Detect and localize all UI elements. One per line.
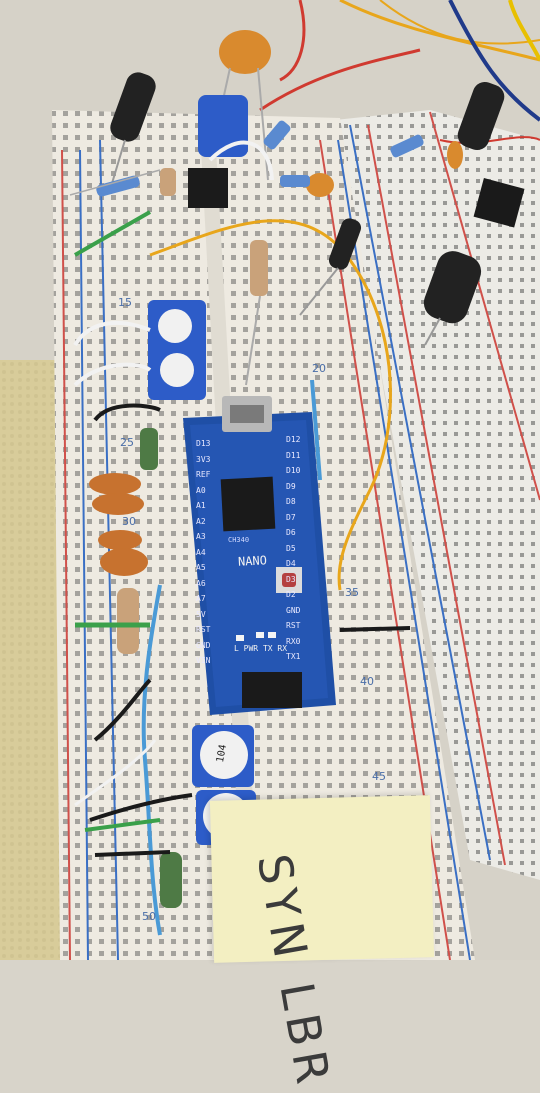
led-label: L	[234, 644, 239, 653]
led-label: TX	[262, 644, 273, 653]
resistor	[160, 168, 176, 196]
pin-label: GND	[196, 640, 211, 650]
ic-chip	[473, 177, 525, 228]
pin-label: RX0	[286, 636, 301, 646]
row-number: 45	[372, 770, 386, 783]
pin-label: A0	[196, 485, 206, 495]
electrolytic-capacitor	[423, 251, 482, 346]
pin-label: D13	[196, 439, 211, 448]
row-number: 15	[118, 296, 132, 309]
chip-label: CH340	[228, 536, 250, 544]
atmega-chip	[220, 476, 276, 532]
resistor	[69, 169, 161, 197]
resistor	[250, 240, 268, 296]
row-number: 40	[360, 675, 374, 688]
pin-label: A4	[196, 547, 206, 557]
pin-label: A3	[196, 532, 206, 541]
pin-label: A6	[196, 578, 206, 588]
icsp-header	[242, 672, 302, 708]
pin-label: TX1	[286, 652, 301, 661]
pin-label: A2	[196, 516, 206, 526]
pin-labels-left: D13 3V3 REF A0 A1 A2 A3 A4 A5 A6 A7 5V R…	[196, 436, 218, 669]
resistor	[160, 852, 182, 908]
pin-label: RST	[196, 625, 211, 634]
led-label: RX	[277, 644, 288, 653]
resistor	[117, 588, 139, 654]
right-breadboard	[335, 110, 540, 880]
pin-label: VIN	[196, 656, 211, 665]
pin-label: A5	[196, 563, 206, 572]
electrolytic-capacitor	[299, 218, 362, 316]
trimmer-potentiometer	[198, 95, 248, 157]
pin-label: 3V3	[196, 454, 211, 464]
pin-label: REF	[196, 470, 211, 479]
pin-label: GND	[286, 605, 301, 615]
led-labels: L PWR TX RX	[234, 644, 287, 653]
electrolytic-capacitor	[457, 81, 505, 151]
pin-label: D9	[286, 481, 296, 491]
pin-label: D8	[286, 497, 296, 506]
pin-label: D11	[286, 450, 301, 460]
pin-label: D4	[286, 559, 296, 568]
board-label: NANO	[237, 553, 268, 569]
pin-label: 5V	[196, 609, 206, 619]
row-number: 35	[345, 586, 359, 599]
row-number: 20	[312, 362, 326, 375]
pin-label: D10	[286, 466, 301, 475]
sticky-note	[209, 795, 435, 963]
row-number: 50	[142, 910, 156, 923]
row-number: 25	[120, 436, 134, 449]
resistor	[140, 428, 158, 470]
pin-label: D2	[286, 590, 296, 599]
led-label: PWR	[243, 644, 259, 653]
breadboard-scene	[0, 0, 540, 960]
pin-label: A1	[196, 501, 206, 510]
pin-label: D3	[286, 574, 296, 584]
voltage-regulator	[188, 168, 228, 208]
pin-label: D12	[286, 435, 301, 444]
pin-label: D6	[286, 528, 296, 537]
pin-label: RST	[286, 621, 301, 630]
yellow-jumper-wire	[149, 219, 392, 591]
pin-label: D5	[286, 543, 296, 553]
pin-label: D7	[286, 512, 296, 522]
arduino-nano-board	[183, 396, 336, 715]
row-number: 30	[122, 515, 136, 528]
pin-label: A7	[196, 594, 206, 603]
pin-labels-right: D12 D11 D10 D9 D8 D7 D6 D5 D4 D3 D2 GND …	[286, 432, 310, 665]
